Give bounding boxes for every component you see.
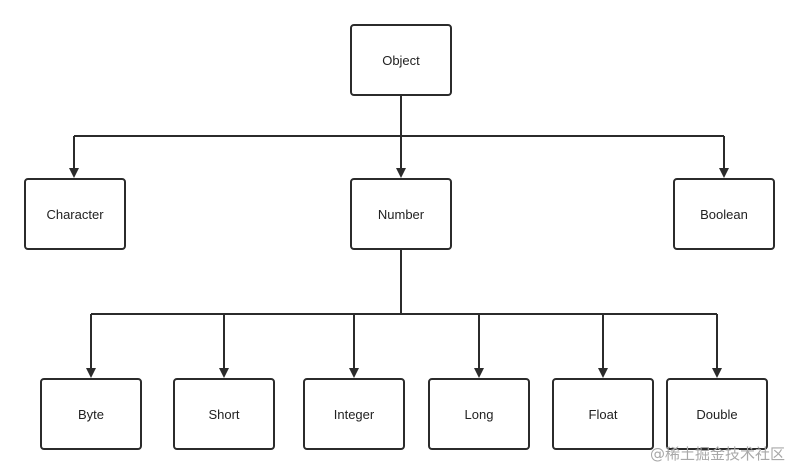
node-integer-label: Integer: [333, 406, 375, 422]
node-long-label: Long: [464, 406, 494, 422]
node-byte-label: Byte: [77, 406, 104, 422]
node-boolean: Boolean: [673, 178, 775, 250]
watermark: @稀土掘金技术社区: [649, 445, 785, 463]
node-object-label: Object: [382, 52, 420, 68]
node-number-label: Number: [377, 206, 425, 222]
node-double-label: Double: [696, 406, 738, 422]
node-character: Character: [24, 178, 126, 250]
node-integer: Integer: [303, 378, 405, 450]
node-byte: Byte: [40, 378, 142, 450]
node-object: Object: [350, 24, 452, 96]
node-short-label: Short: [208, 406, 240, 422]
node-long: Long: [428, 378, 530, 450]
node-boolean-label: Boolean: [700, 206, 748, 222]
node-character-label: Character: [46, 206, 104, 222]
node-float: Float: [552, 378, 654, 450]
node-number: Number: [350, 178, 452, 250]
node-float-label: Float: [588, 406, 618, 422]
node-double: Double: [666, 378, 768, 450]
node-short: Short: [173, 378, 275, 450]
